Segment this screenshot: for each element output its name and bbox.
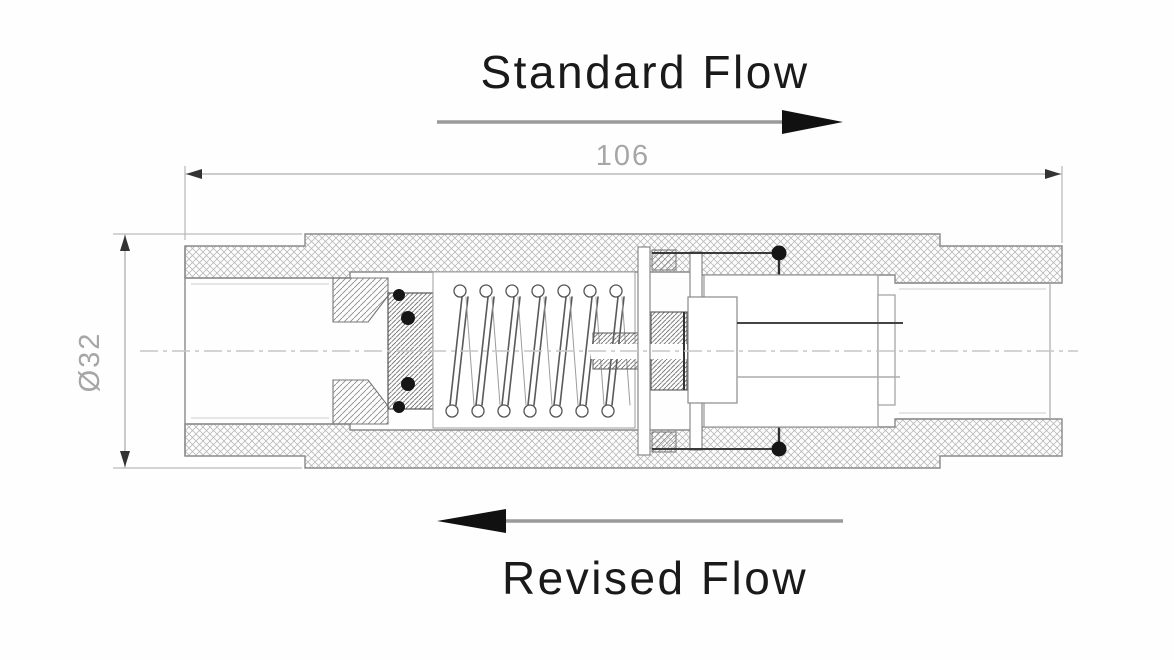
o-ring-seal	[771, 245, 787, 261]
o-ring-seal	[393, 289, 405, 301]
valve-body	[184, 233, 1063, 469]
diameter-dimension-value: Ø32	[74, 332, 106, 393]
length-dimension-value: 106	[596, 140, 650, 172]
seat-lower-section	[332, 379, 389, 425]
o-ring-seal	[771, 441, 787, 457]
plug-boss	[687, 296, 738, 404]
o-ring-seal	[393, 401, 405, 413]
revised-flow-arrowhead-icon	[437, 509, 506, 533]
outlet-bore	[895, 282, 1051, 420]
length-arrow-left-icon	[186, 169, 202, 179]
length-dimension: 106	[184, 140, 1063, 243]
o-ring-seal	[401, 377, 415, 391]
diameter-arrow-top-icon	[120, 235, 130, 251]
o-ring-seal	[401, 311, 415, 325]
guide-rim-bottom	[651, 431, 677, 453]
standard-flow-label: Standard Flow	[480, 46, 809, 98]
spring-wire-loops	[445, 284, 623, 418]
seat-upper-section	[332, 277, 389, 323]
standard-flow-annotation: Standard Flow	[437, 46, 843, 134]
revised-flow-label: Revised Flow	[502, 552, 808, 604]
diameter-arrow-bottom-icon	[120, 451, 130, 467]
standard-flow-arrowhead-icon	[782, 110, 843, 134]
plug-step	[877, 294, 896, 406]
diameter-dimension: Ø32	[74, 233, 302, 469]
revised-flow-annotation: Revised Flow	[437, 509, 843, 604]
valve-seat	[332, 277, 389, 425]
guide-rim-top	[651, 249, 677, 271]
length-arrow-right-icon	[1045, 169, 1061, 179]
inlet-bore	[187, 277, 333, 425]
